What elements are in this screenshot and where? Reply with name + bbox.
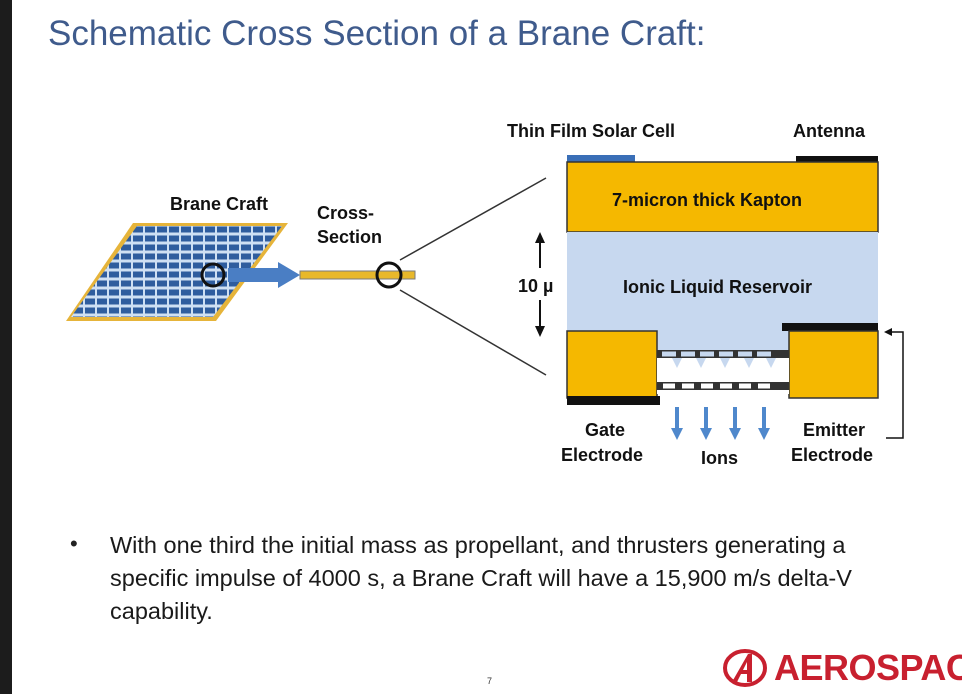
ion-arrow	[758, 407, 770, 440]
gate-electrode-block	[566, 330, 658, 399]
aerospace-logo-text: AEROSPACE	[774, 647, 962, 688]
panel-to-section-arrow	[228, 262, 300, 288]
label-reservoir: Ionic Liquid Reservoir	[623, 277, 813, 297]
label-gate-1: Gate	[585, 420, 626, 440]
panel-circle-marker	[200, 262, 226, 288]
ion-arrows	[671, 407, 770, 440]
label-thickness: 10 µ	[518, 276, 554, 296]
zoom-line-top	[399, 177, 547, 261]
ion-arrow	[729, 407, 741, 440]
label-thin-film-solar-cell: Thin Film Solar Cell	[507, 121, 676, 141]
page-number: 7	[487, 676, 493, 686]
label-kapton: 7-micron thick Kapton	[612, 190, 803, 210]
antenna-layer	[796, 156, 878, 163]
label-ions: Ions	[701, 448, 739, 468]
gate-electrode-plate	[567, 396, 660, 405]
emitter-bracket-arrow	[884, 328, 904, 439]
solar-cell-layer	[567, 155, 635, 163]
emitter-electrode-block	[788, 330, 879, 399]
label-emitter-1: Emitter	[803, 420, 866, 440]
label-antenna: Antenna	[793, 121, 865, 141]
label-brane-craft: Brane Craft	[170, 194, 269, 214]
bullet-marker: •	[70, 531, 78, 556]
emitter-electrode-plate	[782, 323, 878, 331]
label-cross-section-2: Section	[317, 227, 383, 247]
brane-craft-panel	[66, 223, 288, 321]
label-emitter-2: Electrode	[791, 445, 874, 465]
aerospace-logo: AEROSPACE	[722, 648, 962, 688]
ion-arrow	[671, 407, 683, 440]
ion-arrow	[700, 407, 712, 440]
aerospace-logo-icon	[723, 649, 767, 687]
slide-title: Schematic Cross Section of a Brane Craft…	[48, 14, 706, 53]
slide-edge-bar	[0, 0, 12, 694]
cross-section-strip	[299, 270, 416, 280]
bullet-text: With one third the initial mass as prope…	[110, 532, 852, 624]
emitter-array	[657, 350, 789, 394]
thickness-dimension	[535, 232, 545, 337]
label-gate-2: Electrode	[561, 445, 644, 465]
label-cross-section-1: Cross-	[317, 203, 375, 223]
zoom-line-bottom	[399, 289, 547, 376]
section-circle-marker	[375, 261, 403, 289]
